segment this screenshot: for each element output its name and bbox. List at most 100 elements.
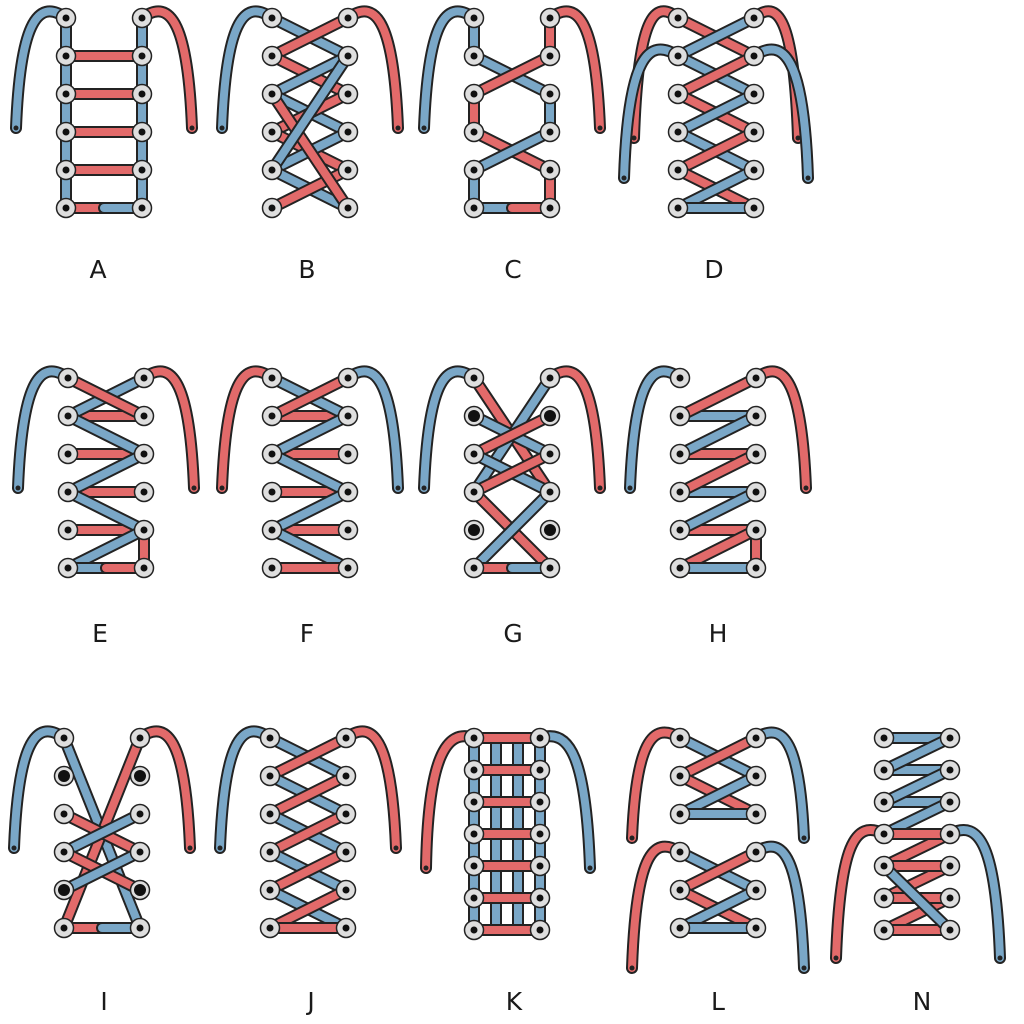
lace-segment xyxy=(268,488,352,534)
eyelet-hole xyxy=(266,734,274,742)
lace-segment xyxy=(880,862,954,934)
eyelet-hole xyxy=(536,894,544,902)
eyelet-hole xyxy=(880,926,888,934)
eyelet-hole xyxy=(64,374,72,382)
eyelet-hole xyxy=(674,166,682,174)
lace-segment xyxy=(64,488,148,534)
diagram-c xyxy=(418,5,606,219)
lace-segment xyxy=(268,52,352,98)
eyelet-hole xyxy=(62,90,70,98)
eyelet-hole xyxy=(266,924,274,932)
lace-segment xyxy=(470,52,554,98)
aglet xyxy=(997,955,1003,961)
lace-art-e xyxy=(12,365,200,579)
eyelet-hole xyxy=(946,830,954,838)
lace-segment xyxy=(676,488,760,534)
lace-segment xyxy=(470,128,554,174)
eyelet-hole xyxy=(268,128,276,136)
lace-segment xyxy=(268,526,352,572)
lace-end xyxy=(628,842,684,972)
eyelet-hole xyxy=(676,772,684,780)
lace-segment xyxy=(470,450,554,496)
eyelet-hole xyxy=(880,830,888,838)
lace-art-c xyxy=(418,5,606,219)
lace-segment xyxy=(64,526,148,572)
aglet xyxy=(15,485,21,491)
eyelet-hole xyxy=(752,772,760,780)
eyelet-hole xyxy=(268,52,276,60)
eyelet-hole xyxy=(546,166,554,174)
eyelet-hole xyxy=(268,14,276,22)
lace-end xyxy=(218,367,276,492)
eyelet-hole xyxy=(470,926,478,934)
eyelet-hole xyxy=(136,924,144,932)
lace-segment xyxy=(60,848,144,894)
eyelet-hole xyxy=(344,90,352,98)
eyelet-hole xyxy=(268,374,276,382)
lace-segment xyxy=(266,734,350,780)
eyelet-hole xyxy=(140,526,148,534)
aglet xyxy=(795,135,801,141)
aglet xyxy=(191,485,197,491)
lace-art-f xyxy=(216,365,404,579)
lace-end xyxy=(12,7,70,132)
aglet xyxy=(395,125,401,131)
eyelet-hole xyxy=(880,766,888,774)
eyelet-hole xyxy=(58,884,70,896)
label-g: G xyxy=(503,619,522,648)
eyelet-hole xyxy=(674,52,682,60)
eyelet-hole xyxy=(750,128,758,136)
eyelet-hole xyxy=(138,90,146,98)
lace-segment xyxy=(64,450,148,496)
eyelet-hole xyxy=(676,734,684,742)
diagram-f xyxy=(216,365,404,579)
diagram-l xyxy=(626,726,810,974)
eyelet-hole xyxy=(674,90,682,98)
eyelet-hole xyxy=(546,52,554,60)
lace-segment xyxy=(268,166,352,212)
eyelet-hole xyxy=(468,410,480,422)
eyelet-hole xyxy=(752,564,760,572)
label-n: N xyxy=(913,987,932,1016)
eyelet-hole xyxy=(60,848,68,856)
lace-end xyxy=(138,7,196,132)
eyelet-hole xyxy=(676,526,684,534)
eyelet-hole xyxy=(546,374,554,382)
label-f: F xyxy=(300,619,314,648)
label-h: H xyxy=(709,619,728,648)
eyelet-hole xyxy=(136,810,144,818)
lace-end xyxy=(420,367,478,492)
lace-segment xyxy=(676,374,760,420)
aglet xyxy=(393,845,399,851)
eyelet-hole xyxy=(470,450,478,458)
aglet xyxy=(629,965,635,971)
eyelet-hole xyxy=(58,770,70,782)
eyelet-hole xyxy=(546,488,554,496)
lace-segment xyxy=(880,734,954,774)
eyelet-hole xyxy=(470,374,478,382)
lace-end xyxy=(136,727,194,852)
lace-segment xyxy=(64,412,148,458)
eyelet-hole xyxy=(676,848,684,856)
lace-art-h xyxy=(624,365,812,579)
eyelet-hole xyxy=(750,90,758,98)
eyelet-hole xyxy=(750,166,758,174)
lace-end xyxy=(344,367,402,492)
eyelet-hole xyxy=(750,52,758,60)
eyelet-hole xyxy=(138,14,146,22)
eyelet-hole xyxy=(946,734,954,742)
lace-art-b xyxy=(216,5,404,219)
aglet xyxy=(833,955,839,961)
eyelet-hole xyxy=(344,204,352,212)
eyelet-hole xyxy=(752,526,760,534)
lace-end xyxy=(752,842,808,972)
aglet xyxy=(421,485,427,491)
eyelet-hole xyxy=(546,204,554,212)
eyelet-hole xyxy=(536,734,544,742)
diagram-n xyxy=(830,727,1006,964)
eyelet-hole xyxy=(266,810,274,818)
aglet xyxy=(629,835,635,841)
eyelet-hole xyxy=(136,734,144,742)
lace-segment xyxy=(676,848,760,894)
